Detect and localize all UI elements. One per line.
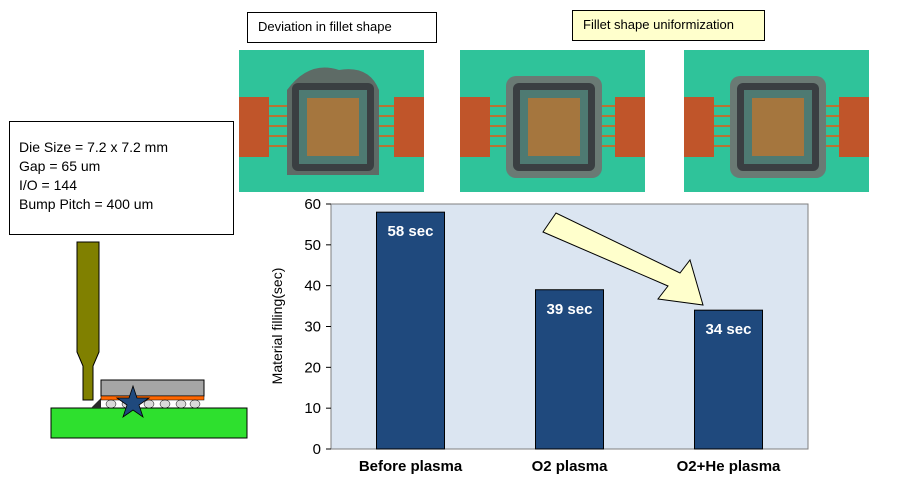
deviation-label: Deviation in fillet shape [247,12,437,43]
y-axis-label: Material filling(sec) [269,268,285,385]
dispense-diagram [50,241,248,439]
star-icon [115,384,151,419]
substrate-board [50,407,248,439]
photo-o2-he-plasma [684,50,869,192]
y-tick-label: 0 [313,441,321,458]
solder-bumps [105,399,201,409]
uniformization-label: Fillet shape uniformization [572,10,765,41]
bar [694,309,763,450]
trend-arrow [542,212,704,306]
io-text: I/O = 144 [19,177,77,193]
x-tick-label: O2+He plasma [677,458,781,475]
y-tick-label: 60 [304,196,321,213]
y-tick-label: 40 [304,278,321,295]
gap-text: Gap = 65 um [19,158,101,174]
underfill-fillet [91,398,101,408]
y-tick-label: 50 [304,237,321,254]
bar-value-label: 39 sec [547,301,593,318]
photo-before-plasma [239,50,424,192]
bar [376,211,445,450]
y-tick-label: 10 [304,400,321,417]
x-tick-label: O2 plasma [532,458,609,475]
spec-box: Die Size = 7.2 x 7.2 mm Gap = 65 um I/O … [9,121,234,235]
interposer [100,395,205,401]
die [100,379,205,397]
y-tick-label: 20 [304,359,321,376]
bar [535,289,604,450]
bar-value-label: 58 sec [388,223,434,240]
die-size-text: Die Size = 7.2 x 7.2 mm [19,139,169,155]
photo-o2-plasma [460,50,645,192]
x-tick-label: Before plasma [359,458,463,475]
bump-pitch-text: Bump Pitch = 400 um [19,196,154,212]
dispense-needle [76,241,100,401]
material-filling-chart: 0 10 20 30 40 50 60 58 sec 39 sec 34 sec Before … [269,196,809,475]
bar-value-label: 34 sec [706,321,752,338]
y-tick-label: 30 [304,319,321,336]
